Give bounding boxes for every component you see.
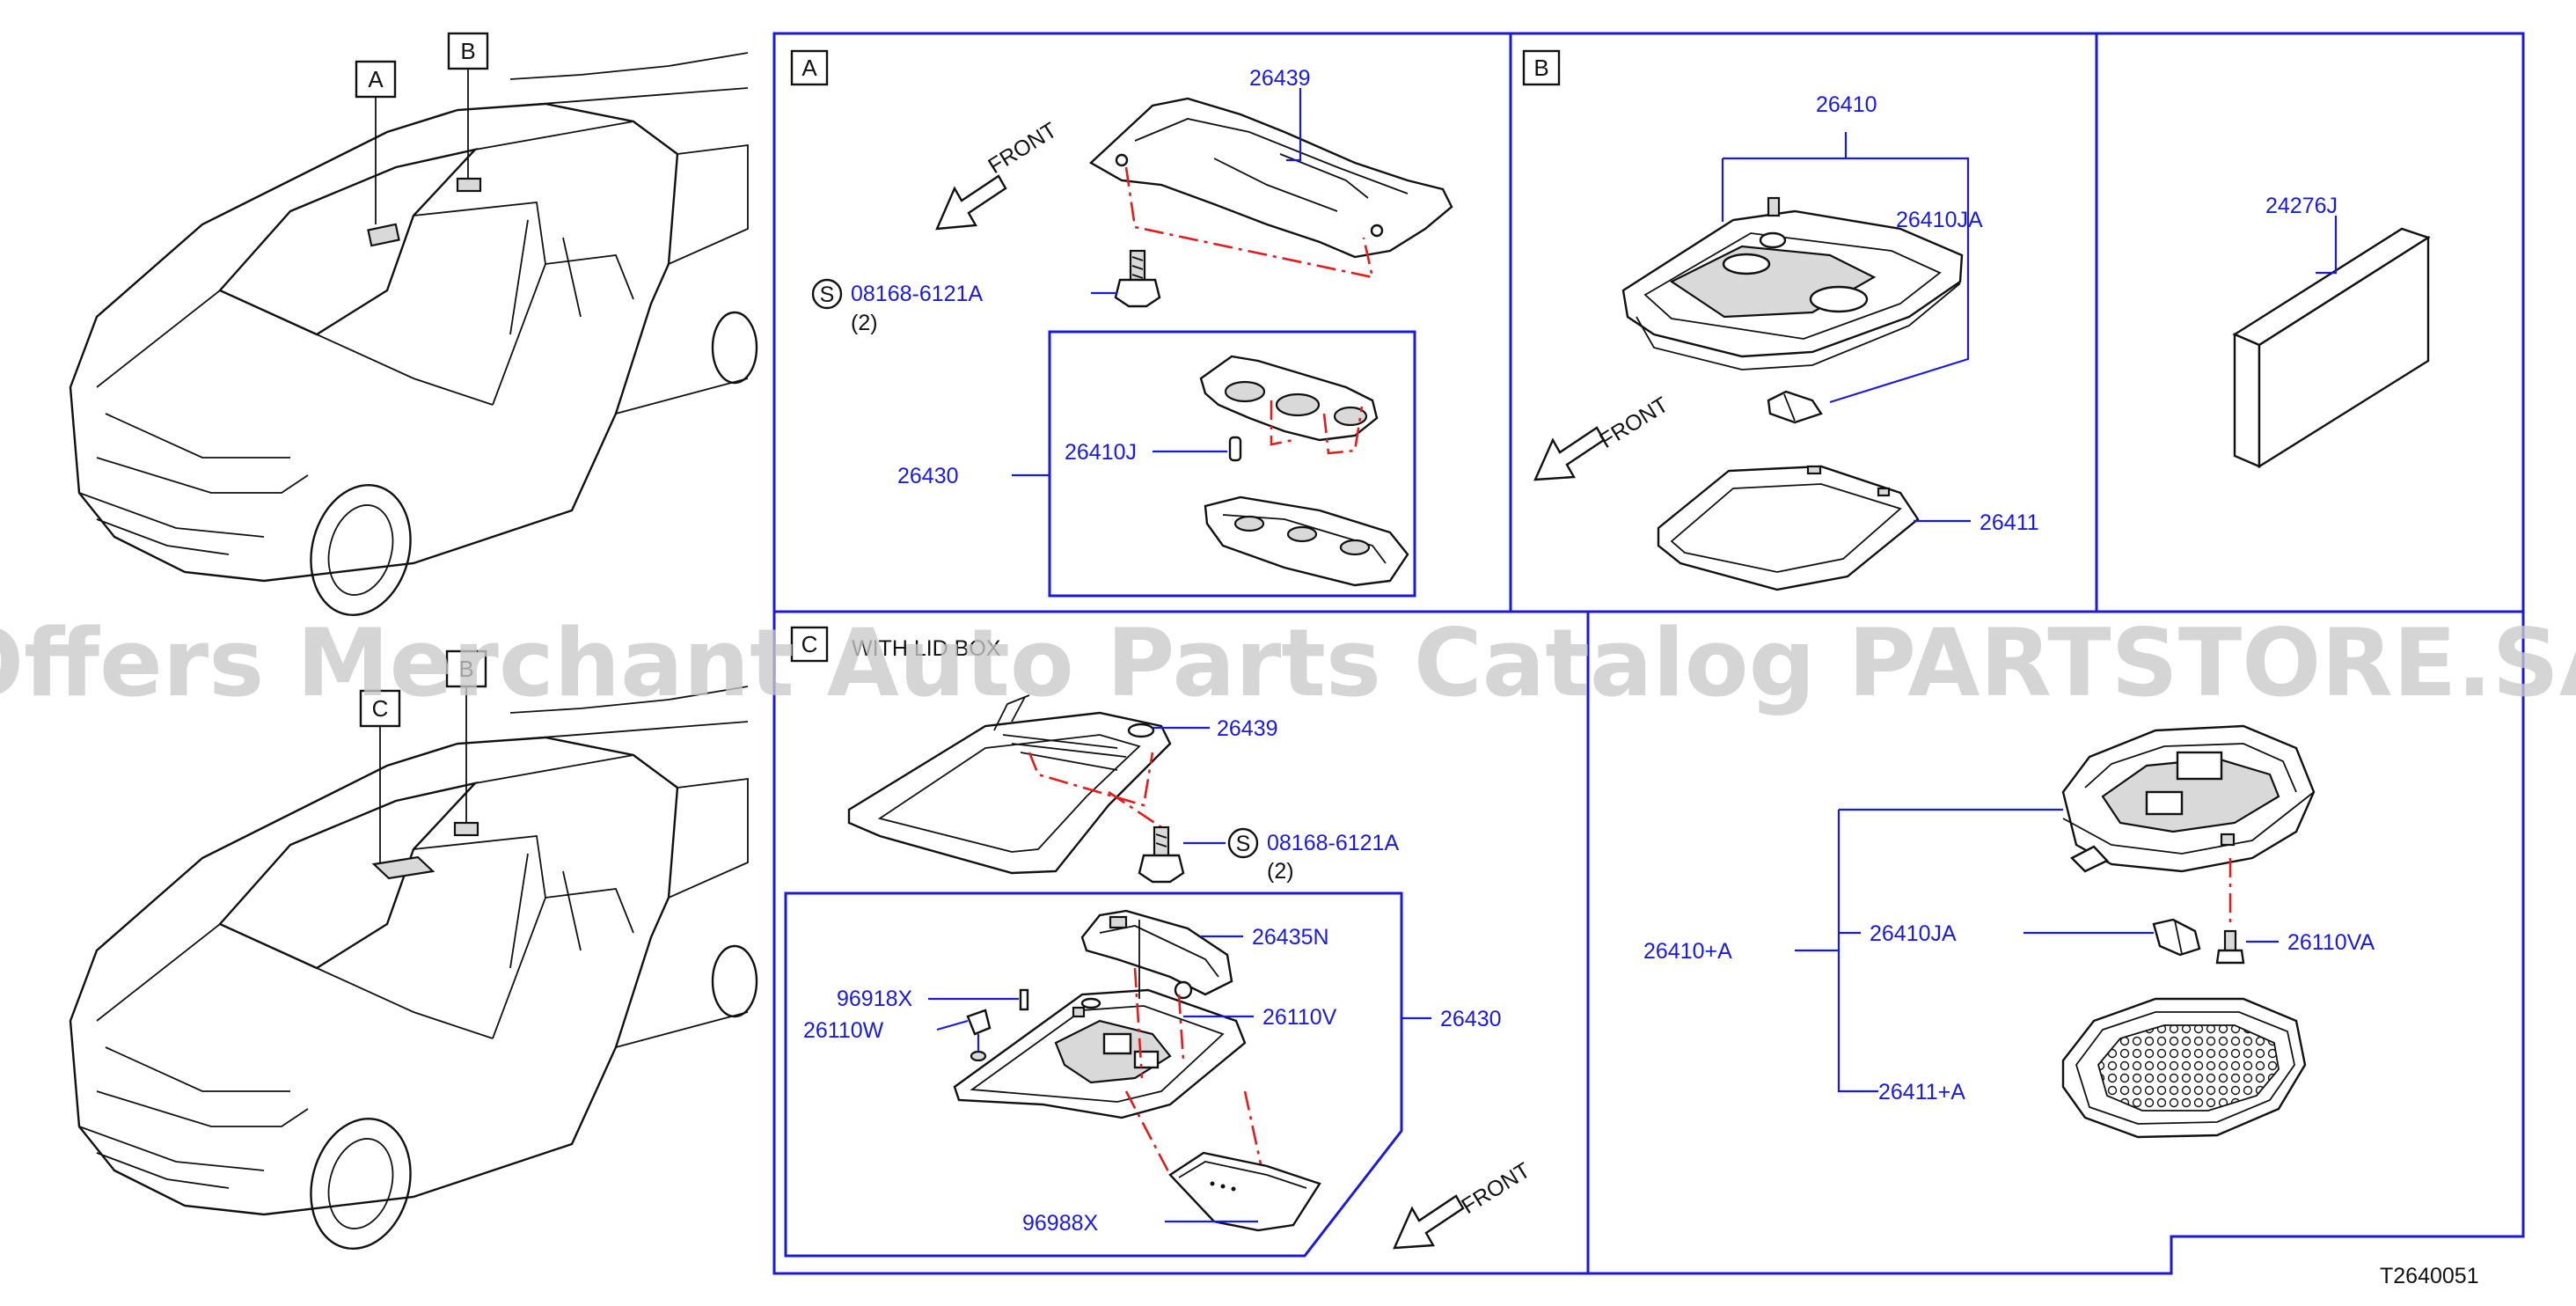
- section-d-screw-bulb-part: 26110VA: [2287, 930, 2375, 955]
- vehicle-callout-b2: B: [458, 656, 473, 682]
- section-a-screw-qty: (2): [851, 311, 878, 335]
- section-c-title: WITH LID BOX: [852, 636, 1001, 661]
- section-a-screw-symbol: S: [820, 282, 835, 307]
- section-c-bulb-w-part: 26110W: [803, 1018, 884, 1043]
- section-c-screw-part: 08168-6121A: [1267, 831, 1399, 855]
- section-a-bulb-part: 26410J: [1065, 440, 1137, 465]
- section-d-lens-part: 26411+A: [1878, 1080, 1965, 1104]
- vehicle-illustration-top: A B: [69, 32, 758, 617]
- section-c: C WITH LID BOX 26439 S 08168-6121A (2) 2…: [790, 626, 1534, 1250]
- section-c-screw-symbol: S: [1236, 832, 1251, 856]
- section-c-unit-part: 26435N: [1252, 925, 1329, 950]
- section-c-screw-qty: (2): [1267, 859, 1294, 884]
- section-c-lid-part: 96988X: [1022, 1211, 1099, 1236]
- section-c-bulb-part: 26110V: [1262, 1005, 1337, 1030]
- section-cable: 24276J: [2232, 194, 2431, 469]
- vehicle-callout-a: A: [368, 66, 384, 92]
- section-b-tag: B: [1533, 55, 1548, 81]
- vehicle-illustration-bottom: C B: [69, 649, 758, 1251]
- section-b-bulb-part: 26410JA: [1896, 208, 1983, 232]
- section-b-front-label: FRONT: [1595, 393, 1672, 453]
- section-a-lamp-assembly-part: 26430: [897, 464, 959, 488]
- section-c-clip-part: 96918X: [837, 987, 913, 1011]
- section-b-lens-part: 26411: [1980, 510, 2039, 535]
- section-b-lamp-part: 26410: [1816, 92, 1877, 117]
- diagram-id: T2640051: [2380, 1264, 2479, 1288]
- watermark: Offers Merchant Auto Parts Catalog PARTS…: [0, 609, 2576, 717]
- section-c-assembly-part: 26430: [1440, 1007, 1502, 1031]
- section-a-tag: A: [801, 55, 817, 81]
- section-a-bracket-part: 26439: [1249, 66, 1311, 91]
- vehicle-callout-c: C: [372, 695, 389, 722]
- section-d-lamp-set: 26410+A: [1643, 939, 1732, 964]
- section-a-screw-part: 08168-6121A: [851, 282, 983, 306]
- section-c-tag: C: [801, 631, 818, 657]
- section-cable-part: 24276J: [2265, 194, 2338, 218]
- section-d: 26410+A 26410JA 26411+A 26110VA: [1643, 724, 2375, 1139]
- section-b: B 26410 26410JA FRONT 26411: [1522, 49, 2039, 591]
- section-frames: [772, 32, 2525, 1275]
- section-a-front-label: FRONT: [984, 118, 1061, 179]
- section-d-bulb-part: 26410JA: [1870, 921, 1957, 946]
- section-c-bracket-part: 26439: [1217, 716, 1278, 741]
- section-a: A FRONT 26439 S 08168-6121A (2): [790, 49, 1453, 587]
- vehicle-callout-b: B: [460, 38, 475, 64]
- section-c-front-label: FRONT: [1457, 1158, 1534, 1219]
